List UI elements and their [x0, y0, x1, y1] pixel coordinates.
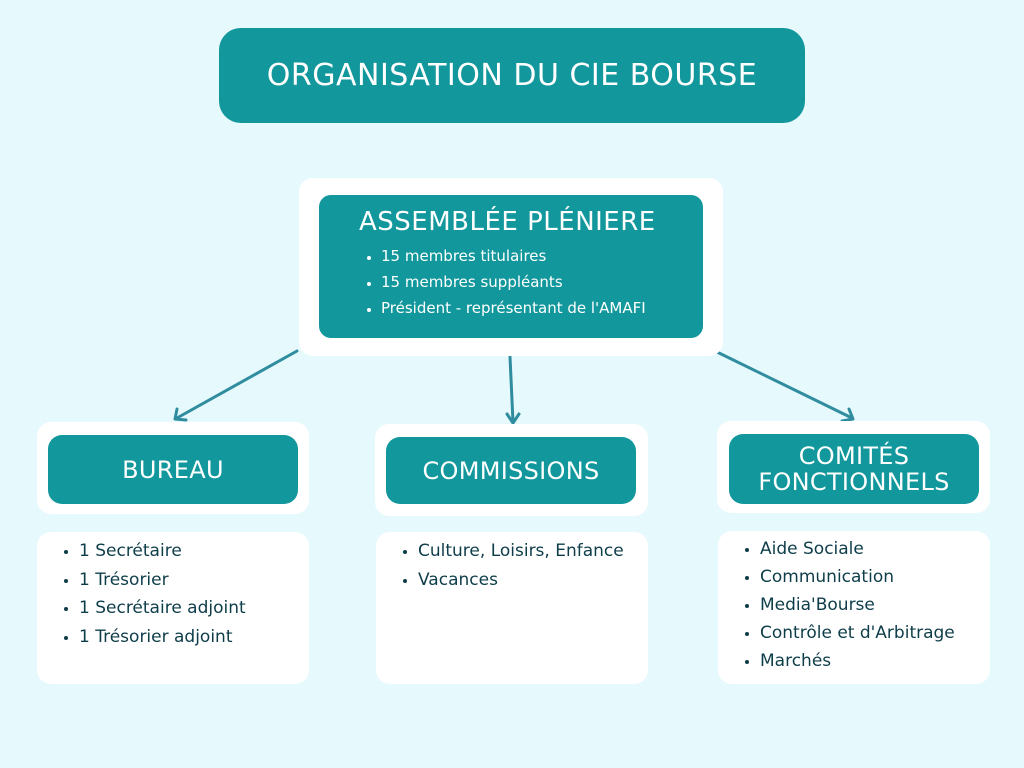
arrow-to-comites: [715, 350, 855, 423]
list-item: Communication: [760, 563, 990, 591]
list-item: 15 membres suppléants: [381, 269, 703, 295]
arrow-to-bureau: [173, 349, 299, 422]
list-item: Media'Bourse: [760, 591, 990, 619]
arrow-to-commissions: [505, 355, 521, 425]
list-item: Culture, Loisirs, Enfance: [418, 537, 648, 566]
list-item: Contrôle et d'Arbitrage: [760, 619, 990, 647]
commissions-header: COMMISSIONS: [386, 437, 636, 504]
list-item: Vacances: [418, 566, 648, 595]
assembly-list: 15 membres titulaires 15 membres suppléa…: [359, 243, 703, 321]
diagram-title: ORGANISATION DU CIE BOURSE: [219, 28, 805, 123]
commissions-list-frame: Culture, Loisirs, Enfance Vacances: [376, 532, 648, 684]
list-item: Marchés: [760, 647, 990, 675]
bureau-header: BUREAU: [48, 435, 298, 504]
list-item: 1 Trésorier: [79, 566, 309, 595]
comites-title-line2: FONCTIONNELS: [758, 468, 950, 496]
comites-list-frame: Aide Sociale Communication Media'Bourse …: [718, 531, 990, 684]
bureau-list-frame: 1 Secrétaire 1 Trésorier 1 Secrétaire ad…: [37, 532, 309, 684]
assembly-box: ASSEMBLÉE PLÉNIERE 15 membres titulaires…: [319, 195, 703, 338]
comites-title-line1: COMITÉS: [798, 442, 910, 470]
list-item: 15 membres titulaires: [381, 243, 703, 269]
commissions-list: Culture, Loisirs, Enfance Vacances: [376, 537, 648, 594]
list-item: 1 Secrétaire adjoint: [79, 594, 309, 623]
list-item: 1 Trésorier adjoint: [79, 623, 309, 652]
comites-header: COMITÉS FONCTIONNELS: [729, 434, 979, 504]
list-item: Président - représentant de l'AMAFI: [381, 295, 703, 321]
comites-list: Aide Sociale Communication Media'Bourse …: [718, 535, 990, 675]
assembly-title: ASSEMBLÉE PLÉNIERE: [359, 207, 656, 237]
list-item: 1 Secrétaire: [79, 537, 309, 566]
list-item: Aide Sociale: [760, 535, 990, 563]
bureau-list: 1 Secrétaire 1 Trésorier 1 Secrétaire ad…: [37, 537, 309, 651]
